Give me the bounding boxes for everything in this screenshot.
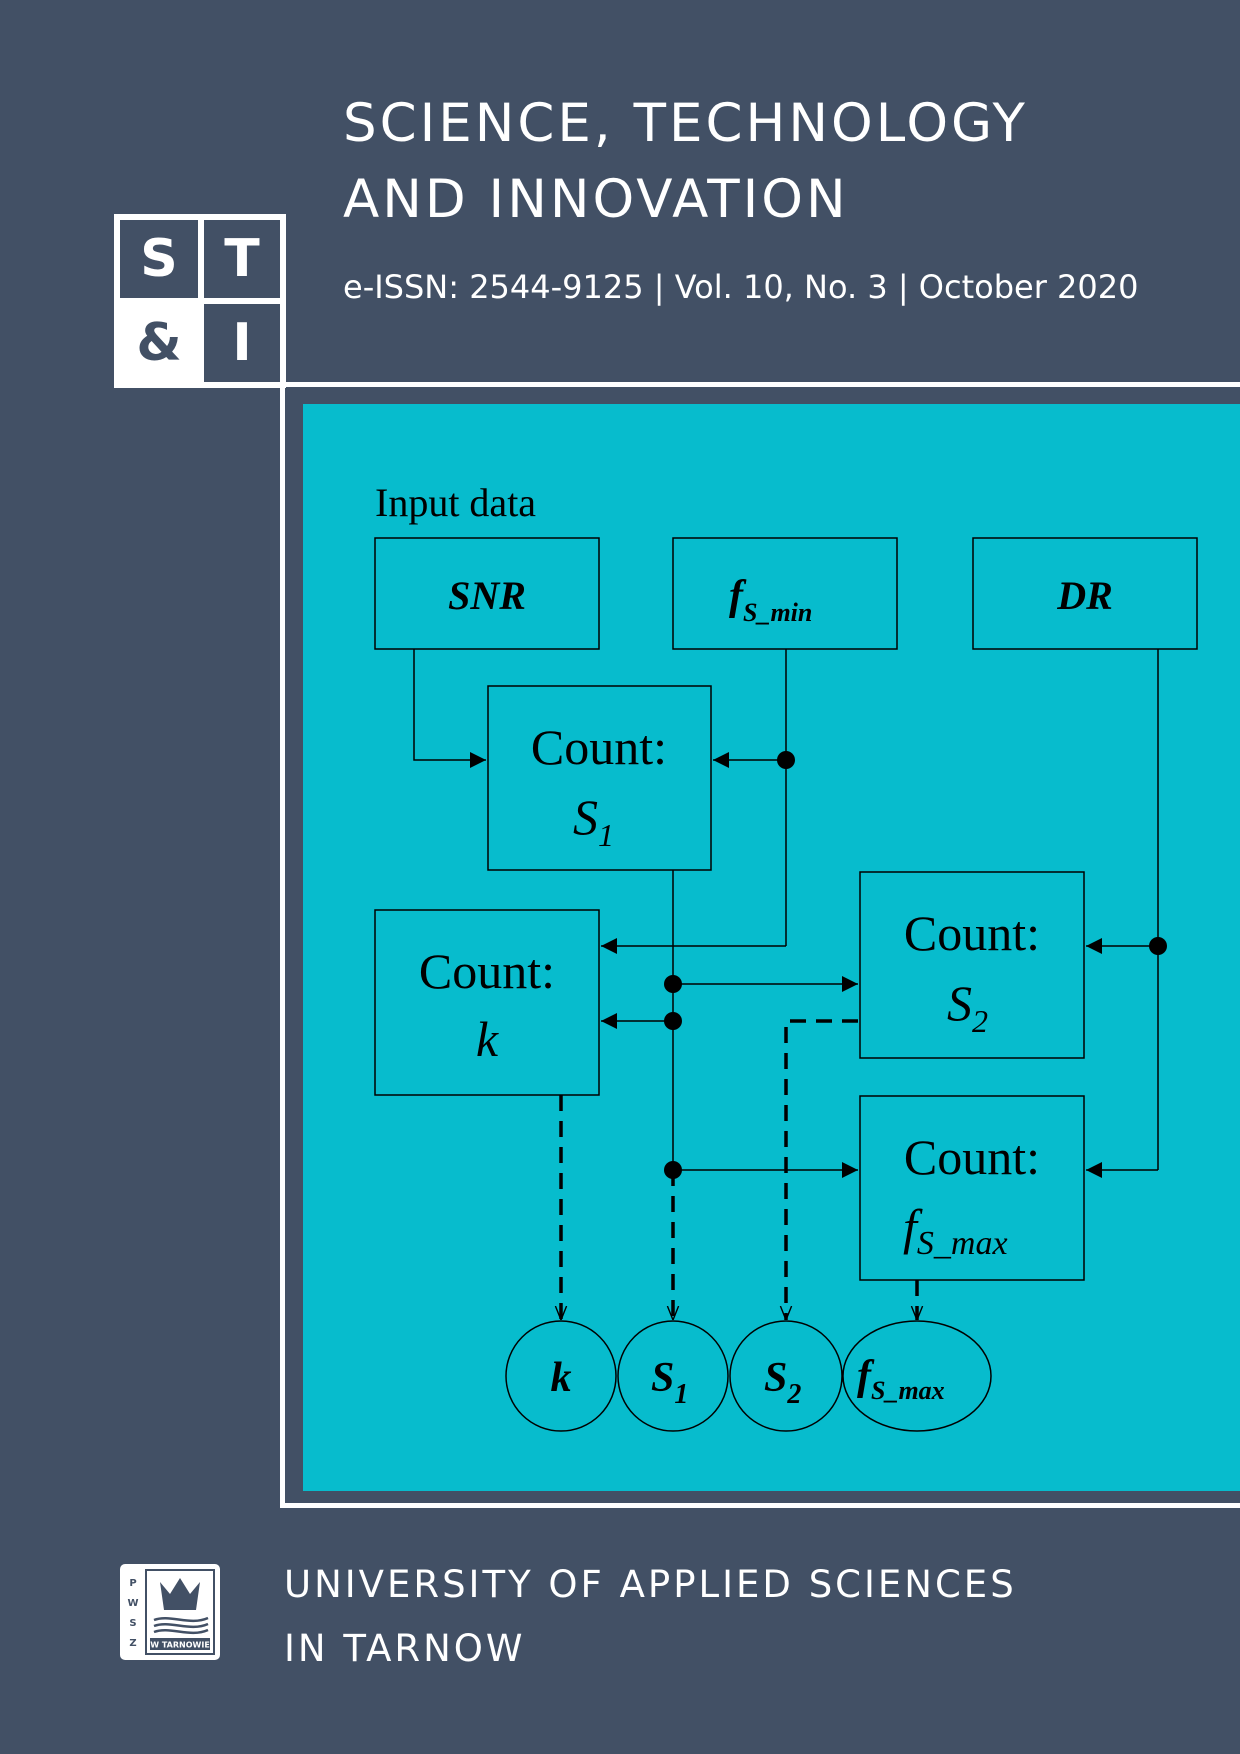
- output-k-ellipse: [505, 1320, 617, 1432]
- journal-title: SCIENCE, TECHNOLOGY AND INNOVATION: [343, 86, 1028, 238]
- junction-dot: [1149, 937, 1167, 955]
- snr-input-box: [374, 537, 600, 650]
- connector-snr-s1: [413, 649, 486, 768]
- count-s2-title: Count:: [904, 905, 1040, 961]
- block-diagram: Input data SNR fS_min DR Count: S1 Count…: [374, 480, 1198, 1432]
- journal-title-line2: AND INNOVATION: [343, 169, 849, 230]
- publisher-line1: UNIVERSITY OF APPLIED SCIENCES: [284, 1563, 1017, 1606]
- count-k-symbol: k: [476, 1011, 499, 1067]
- output-s2-ellipse: [729, 1320, 843, 1432]
- logo-side-letter: Z: [129, 1638, 136, 1649]
- publisher-name: UNIVERSITY OF APPLIED SCIENCES IN TARNOW: [284, 1553, 1017, 1681]
- dr-input-box: [972, 537, 1198, 650]
- count-s1-symbol: S1: [573, 789, 614, 853]
- logo-letter-i: I: [232, 313, 252, 373]
- connector-s2-output: [786, 1019, 858, 1320]
- output-fsmax-label: fS_max: [857, 1353, 945, 1405]
- count-k-title: Count:: [419, 943, 555, 999]
- count-s1-title: Count:: [531, 719, 667, 775]
- snr-label: SNR: [448, 573, 526, 618]
- fs-min-input-box: [672, 537, 898, 650]
- cover-figure-panel: Input data SNR fS_min DR Count: S1 Count…: [303, 404, 1240, 1491]
- junction-dot: [664, 975, 682, 993]
- dr-label: DR: [1056, 573, 1113, 618]
- eagle-icon: [160, 1578, 200, 1610]
- logo-side-letter: P: [129, 1578, 136, 1589]
- logo-side-letter: S: [129, 1618, 136, 1629]
- fs-min-label: fS_min: [729, 573, 812, 627]
- logo-caption: W TARNOWIE: [150, 1641, 210, 1650]
- count-fsmax-symbol: fS_max: [903, 1199, 1008, 1262]
- logo-letter-s: S: [140, 229, 178, 289]
- output-s2-label: S2: [764, 1355, 801, 1410]
- input-data-label: Input data: [375, 480, 536, 525]
- count-s2-box: [859, 871, 1085, 1059]
- issn-volume-line: e-ISSN: 2544-9125 | Vol. 10, No. 3 | Oct…: [343, 268, 1139, 306]
- count-s2-symbol: S2: [947, 975, 988, 1039]
- output-k-label: k: [551, 1355, 572, 1401]
- logo-side-letter: W: [127, 1598, 138, 1609]
- output-s1-ellipse: [617, 1320, 729, 1432]
- count-k-box: [374, 909, 600, 1096]
- output-fsmax-ellipse: [842, 1320, 992, 1432]
- logo-ampersand: &: [136, 313, 182, 373]
- journal-logo: S T & I: [114, 214, 286, 388]
- output-s1-label: S1: [651, 1355, 688, 1410]
- count-fsmax-title: Count:: [904, 1129, 1040, 1185]
- junction-dot: [777, 751, 795, 769]
- count-s1-box: [487, 685, 712, 871]
- cover-frame: [280, 382, 1240, 1508]
- publisher-line2: IN TARNOW: [284, 1627, 526, 1670]
- junction-dot: [664, 1012, 682, 1030]
- journal-title-line1: SCIENCE, TECHNOLOGY: [343, 93, 1028, 154]
- logo-letter-t: T: [224, 229, 260, 289]
- count-fsmax-box: [859, 1095, 1085, 1281]
- university-logo: W TARNOWIE P W S Z: [120, 1564, 220, 1660]
